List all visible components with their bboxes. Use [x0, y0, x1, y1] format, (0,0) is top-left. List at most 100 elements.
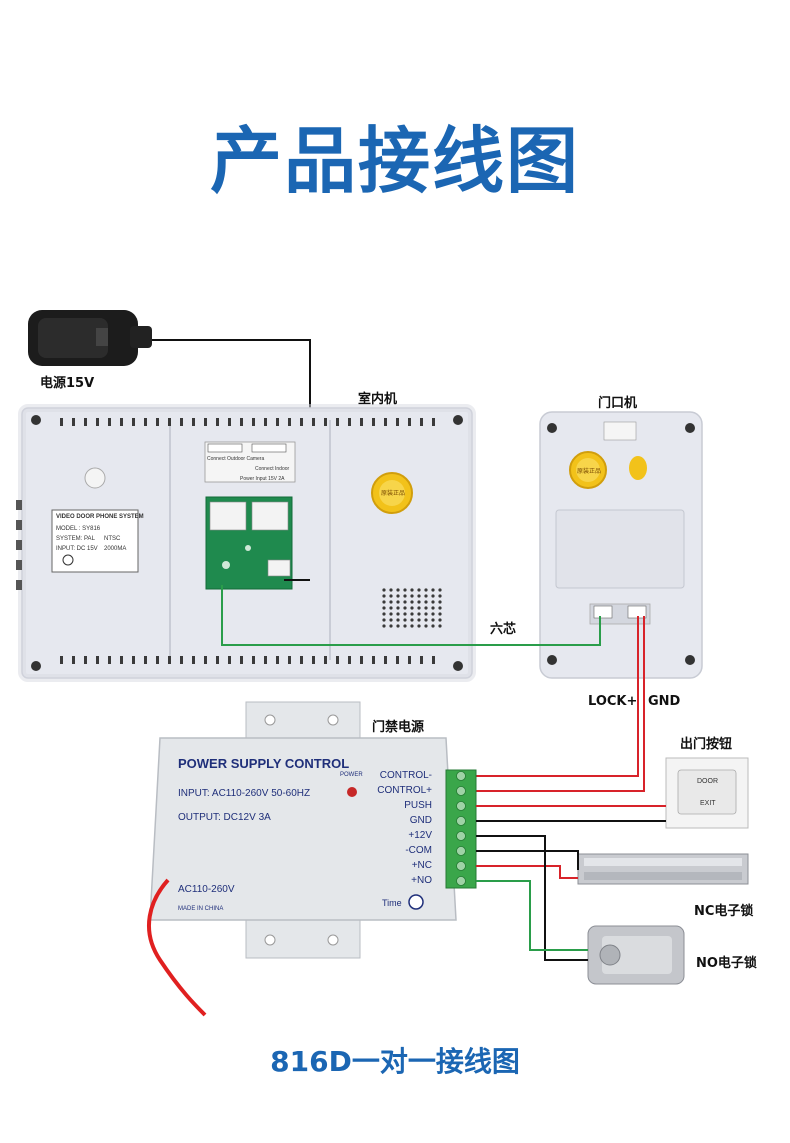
power-supply-box: [146, 701, 477, 1017]
speaker-hole: [403, 600, 407, 604]
psu-title: POWER SUPPLY CONTROL: [178, 756, 350, 771]
monitor-port-label: Connect Outdoor Camera: [207, 456, 265, 462]
speaker-hole: [438, 594, 442, 598]
vent-slot: [204, 418, 207, 426]
speaker-hole: [438, 588, 442, 592]
vent-slot: [300, 656, 303, 664]
speaker-hole: [396, 600, 400, 604]
monitor-port-label: Power Input 15V 2A: [240, 476, 285, 482]
vent-slot: [132, 418, 135, 426]
speaker-hole: [389, 606, 393, 610]
speaker-hole: [431, 600, 435, 604]
monitor-port-label: Connect Indoor: [255, 466, 290, 472]
diagram-caption: 816D一对一接线图: [270, 1045, 520, 1078]
speaker-hole: [382, 588, 386, 592]
monitor-seal-text: 原装正品: [381, 491, 406, 497]
vent-slot: [372, 656, 375, 664]
speaker-hole: [382, 606, 386, 610]
speaker-hole: [410, 594, 414, 598]
vent-slot: [360, 656, 363, 664]
speaker-hole: [410, 600, 414, 604]
speaker-hole: [389, 594, 393, 598]
vent-slot: [276, 656, 279, 664]
vent-slot: [264, 418, 267, 426]
vent-slot: [108, 656, 111, 664]
vent-slot: [324, 418, 327, 426]
speaker-hole: [431, 588, 435, 592]
monitor-sticker-line: MODEL : SY816: [56, 526, 101, 532]
terminal-screw: [456, 771, 466, 781]
speaker-hole: [431, 612, 435, 616]
terminal-label: CONTROL+: [377, 785, 432, 796]
no-lock-label: NO电子锁: [696, 956, 757, 971]
vent-slot: [192, 656, 195, 664]
vent-slot: [72, 418, 75, 426]
speaker-hole: [382, 618, 386, 622]
speaker-hole: [403, 624, 407, 628]
vent-slot: [168, 418, 171, 426]
terminal-screw: [456, 846, 466, 856]
terminal-label: GND: [409, 815, 432, 826]
vent-slot: [432, 418, 435, 426]
speaker-hole: [417, 618, 421, 622]
psu-ac-label: AC110-260V: [178, 884, 235, 895]
vent-slot: [300, 418, 303, 426]
speaker-hole: [382, 624, 386, 628]
terminal-label: CONTROL-: [379, 770, 432, 781]
speaker-hole: [417, 606, 421, 610]
vent-slot: [96, 656, 99, 664]
speaker-hole: [424, 594, 428, 598]
speaker-hole: [417, 612, 421, 616]
terminal-screw: [456, 786, 466, 796]
vent-slot: [276, 418, 279, 426]
terminal-screw: [456, 816, 466, 826]
speaker-hole: [389, 588, 393, 592]
speaker-hole: [424, 618, 428, 622]
vent-slot: [240, 418, 243, 426]
lock-plus-label: LOCK+: [588, 694, 638, 709]
indoor-unit-label: 室内机: [358, 392, 398, 407]
speaker-hole: [424, 612, 428, 616]
exit-button-label: 出门按钮: [680, 737, 733, 752]
vent-slot: [156, 418, 159, 426]
speaker-hole: [382, 612, 386, 616]
vent-slot: [372, 418, 375, 426]
vent-slot: [336, 418, 339, 426]
speaker-hole: [438, 618, 442, 622]
speaker-hole: [424, 606, 428, 610]
power-adapter: [28, 310, 311, 580]
speaker-hole: [403, 594, 407, 598]
speaker-hole: [438, 612, 442, 616]
vent-slot: [216, 656, 219, 664]
vent-slot: [420, 418, 423, 426]
speaker-hole: [389, 600, 393, 604]
vent-slot: [120, 656, 123, 664]
vent-slot: [324, 656, 327, 664]
vent-slot: [408, 656, 411, 664]
vent-slot: [72, 656, 75, 664]
monitor-sticker-line: VIDEO DOOR PHONE SYSTEM: [56, 514, 144, 520]
speaker-hole: [396, 594, 400, 598]
vent-slot: [420, 656, 423, 664]
speaker-hole: [396, 618, 400, 622]
speaker-hole: [410, 618, 414, 622]
vent-slot: [144, 656, 147, 664]
terminal-screw: [456, 876, 466, 886]
exit-button: [665, 757, 749, 829]
monitor-sticker-line: NTSC: [104, 536, 121, 542]
power-adapter-label: 电源15V: [40, 376, 95, 391]
speaker-hole: [417, 600, 421, 604]
speaker-hole: [382, 600, 386, 604]
exit-button-text: DOOR: [697, 778, 718, 785]
speaker-hole: [389, 618, 393, 622]
vent-slot: [288, 418, 291, 426]
vent-slot: [384, 418, 387, 426]
psu-output-spec: OUTPUT: DC12V 3A: [178, 812, 271, 823]
vent-slot: [168, 656, 171, 664]
speaker-hole: [417, 624, 421, 628]
speaker-hole: [403, 612, 407, 616]
vent-slot: [384, 656, 387, 664]
page-title: 产品接线图: [209, 119, 580, 203]
vent-slot: [252, 418, 255, 426]
vent-slot: [180, 418, 183, 426]
